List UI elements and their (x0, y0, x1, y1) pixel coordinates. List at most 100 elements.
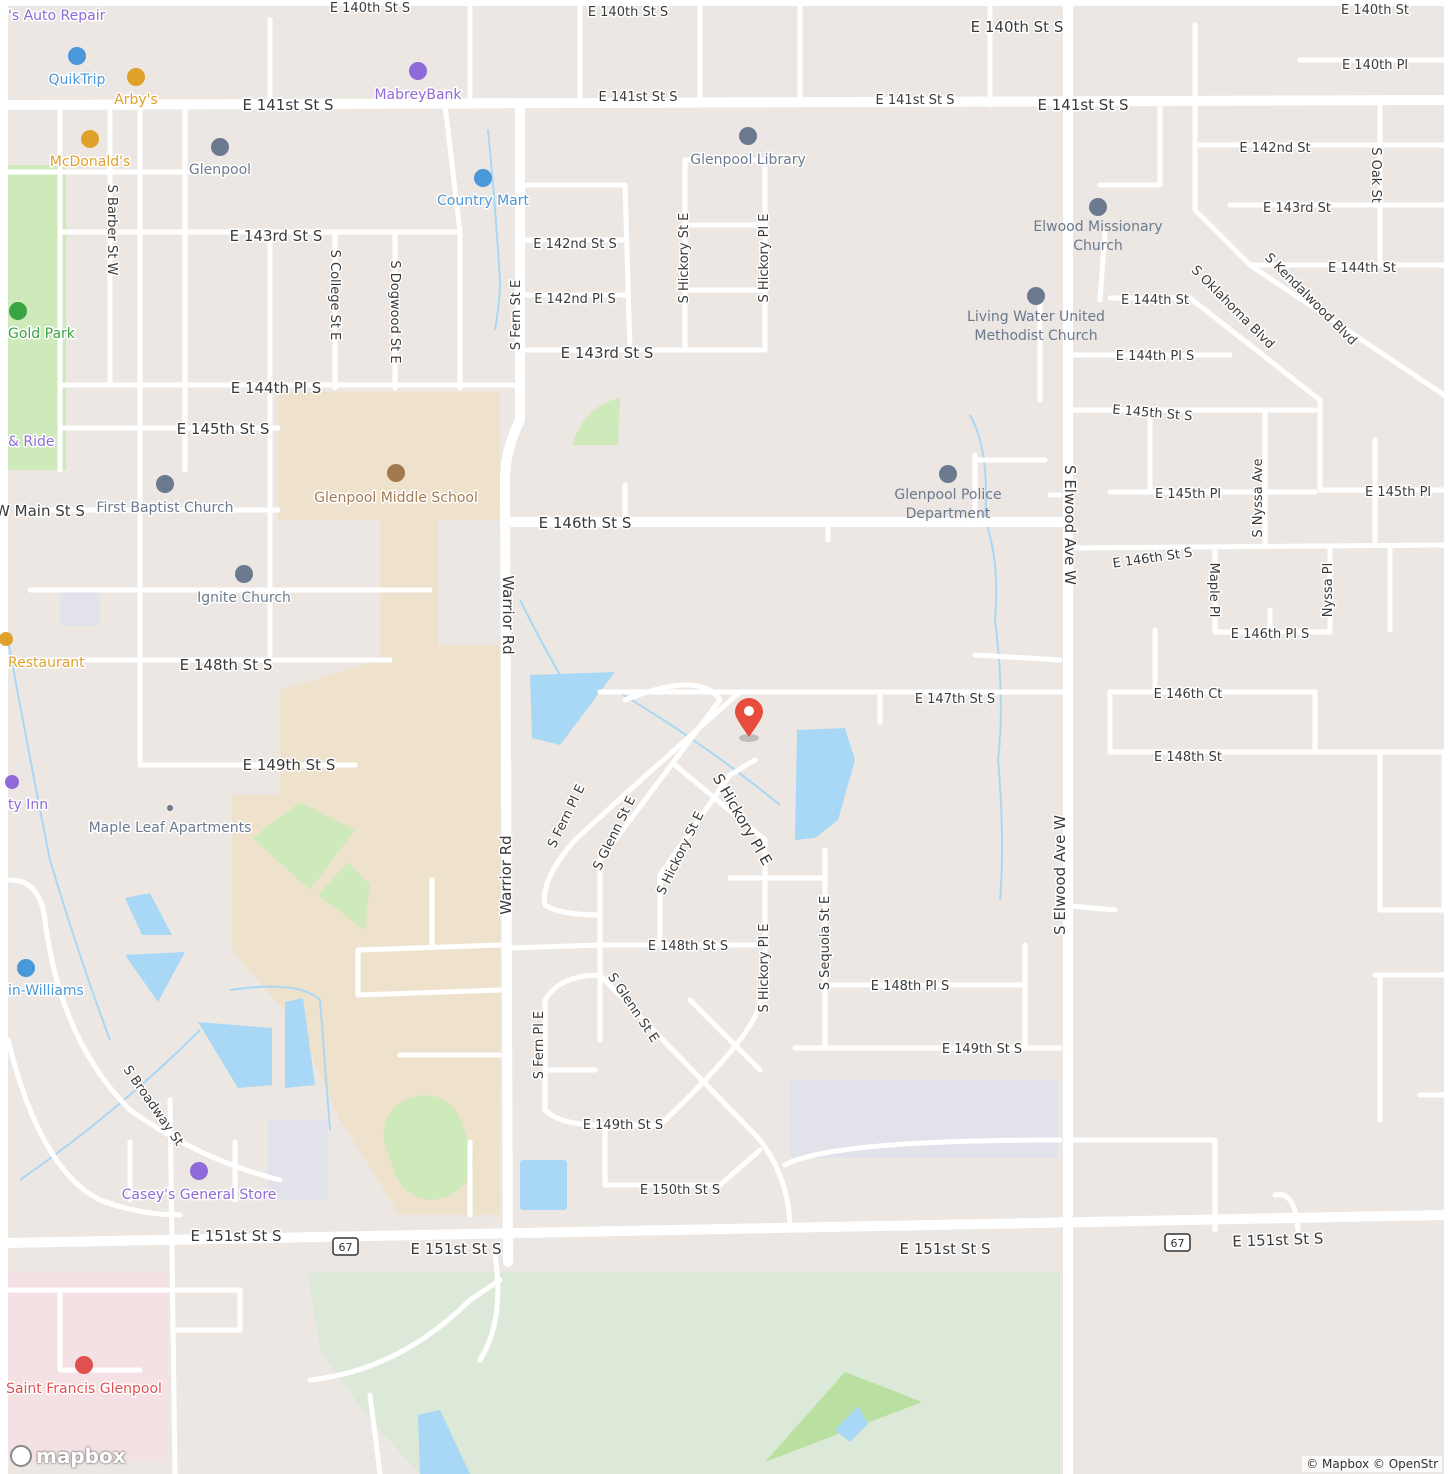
road-label: E 151st St S (190, 1227, 281, 1245)
road-label: S Fern Pl E (532, 1011, 547, 1079)
road-label: S Elwood Ave W (1051, 815, 1069, 935)
poi-label: Gold Park (8, 326, 76, 342)
road-label: E 140th St S (330, 1, 410, 16)
poi-ignite-church[interactable]: Ignite Church (196, 565, 292, 608)
map-attribution[interactable]: © Mapbox © OpenStr (1302, 1456, 1442, 1472)
pond-8 (418, 1410, 470, 1474)
hospital-icon (75, 1356, 93, 1374)
poi-label: Glenpool Middle School (314, 490, 478, 506)
ball-field-1 (252, 802, 355, 890)
road-label: E 141st St S (242, 96, 333, 114)
road-label: E 151st St S (899, 1240, 990, 1258)
road-label: E 148th St (1154, 750, 1222, 765)
poi-maple-leaf-apartments[interactable]: Maple Leaf Apartments (87, 805, 253, 838)
poi-sherwin-williams[interactable]: in-Williams (7, 959, 85, 1001)
route-67-shield-west-label: 67 (339, 1241, 353, 1254)
park-icon (9, 302, 27, 320)
road-label: E 141st St S (1037, 96, 1128, 114)
poi-label: Country Mart (437, 193, 529, 209)
poi-city-inn[interactable]: ty Inn (5, 775, 50, 815)
road-label: Warrior Rd (499, 575, 517, 654)
poi-first-baptist-church[interactable]: First Baptist Church (95, 475, 235, 518)
road-label: E 140th St S (971, 18, 1064, 36)
bank-icon (409, 62, 427, 80)
pond-4 (125, 952, 185, 1002)
pond-9 (835, 1406, 868, 1442)
road-label: S Fern St E (509, 280, 524, 350)
poi-label: MabreyBank (374, 87, 462, 103)
poi-label: First Baptist Church (96, 500, 233, 516)
road-label: E 143rd St S (561, 344, 654, 362)
pond-6 (285, 998, 315, 1088)
poi-glenpool-library[interactable]: Glenpool Library (689, 127, 807, 170)
poi-park-and-ride[interactable]: & Ride (7, 433, 56, 452)
poi-glenpool-post-office[interactable]: Glenpool (187, 138, 253, 180)
industrial-area-ignite (60, 592, 100, 626)
industrial-area-caseys (268, 1120, 328, 1200)
post-office-icon (211, 138, 229, 156)
pond-1 (530, 672, 615, 745)
top-white-margin (0, 0, 1452, 6)
school-icon (387, 464, 405, 482)
road-label: E 146th Pl S (1231, 627, 1309, 642)
poi-glenpool-police[interactable]: Glenpool Police Department (868, 465, 1028, 530)
poi-living-water-church[interactable]: Living Water United Methodist Church (946, 287, 1126, 352)
poi-label: & Ride (8, 434, 54, 450)
road-label: S College St E (327, 250, 342, 341)
road-label: E 150th St S (640, 1183, 720, 1198)
road-label: E 148th St S (648, 939, 728, 954)
poi-country-mart[interactable]: Country Mart (436, 169, 531, 211)
poi-saint-francis-glenpool[interactable]: Saint Francis Glenpool (5, 1356, 163, 1399)
road-label: E 145th St S (177, 420, 270, 438)
road-label: S Nyssa Ave (1251, 458, 1266, 537)
road-label: E 141st St S (599, 90, 678, 105)
road-label: S Hickory Pl E (757, 924, 772, 1013)
road-label: W Main St S (0, 502, 85, 520)
mapbox-logo-text: mapbox (36, 1444, 126, 1468)
road-label: E 149th St S (243, 756, 336, 774)
road-label: S Sequoia St E (818, 896, 833, 991)
road-label: E 142nd St (1239, 141, 1310, 156)
shop-icon (17, 959, 35, 977)
poi-mcdonalds[interactable]: McDonald's (48, 130, 132, 172)
poi-elwood-missionary-church[interactable]: Elwood Missionary Church (1010, 198, 1186, 262)
ball-field-2 (318, 862, 370, 930)
streams (7, 129, 1004, 1181)
church-icon (156, 475, 174, 493)
poi-auto-repair[interactable]: 's Auto Repair (7, 7, 108, 26)
poi-label: Restaurant (8, 655, 85, 671)
poi-label: Glenpool Library (690, 152, 806, 168)
road-label: E 142nd St S (533, 237, 617, 252)
left-white-margin (0, 0, 8, 1474)
poi-quiktrip[interactable]: QuikTrip (47, 47, 107, 90)
location-marker[interactable] (735, 698, 763, 742)
poi-label: Arby's (114, 92, 158, 108)
poi-restaurant[interactable]: Restaurant (0, 632, 87, 673)
mapbox-logo-icon (10, 1445, 32, 1467)
road-label: E 141st St S (876, 93, 955, 108)
poi-caseys-general-store[interactable]: Casey's General Store (120, 1162, 278, 1205)
poi-arbys[interactable]: Arby's (113, 68, 159, 110)
poi-label: 's Auto Repair (8, 8, 106, 24)
marker-dot (744, 706, 754, 716)
road-label: E 143rd St (1263, 201, 1331, 216)
police-icon (939, 465, 957, 483)
road-label: Nyssa Pl (1321, 563, 1336, 618)
grocery-icon (474, 169, 492, 187)
right-white-margin (1444, 0, 1452, 1474)
road-label: E 144th St (1328, 261, 1396, 276)
fuel-icon (68, 47, 86, 65)
poi-glenpool-middle-school[interactable]: Glenpool Middle School (313, 464, 479, 508)
route-67-shield-east: 67 (1164, 1233, 1191, 1252)
restaurant-icon (0, 632, 13, 646)
mapbox-logo[interactable]: mapbox (10, 1444, 126, 1468)
road-label: S Dogwood St E (387, 260, 402, 363)
poi-mabreybank[interactable]: MabreyBank (373, 62, 464, 105)
park-small-north (572, 398, 620, 445)
park-south-triangle (765, 1372, 922, 1462)
poi-gold-park[interactable]: Gold Park (7, 302, 77, 344)
road-label: E 142nd Pl S (534, 292, 616, 307)
